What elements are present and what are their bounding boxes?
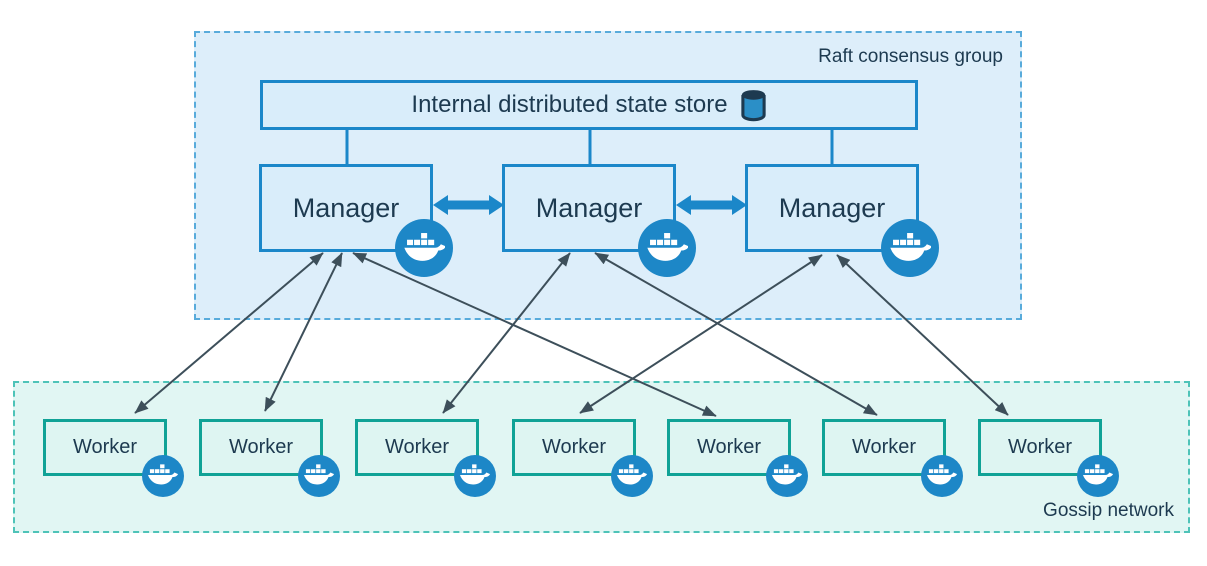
worker-label: Worker	[72, 436, 138, 458]
docker-whale-icon	[142, 455, 184, 497]
docker-whale-icon	[395, 219, 453, 277]
database-cylinder-icon	[740, 89, 766, 121]
worker-3-box: Worker	[355, 419, 496, 497]
manager-label: Manager	[292, 192, 400, 223]
docker-whale-icon	[638, 219, 696, 277]
worker-label: Worker	[541, 436, 607, 458]
manager-3-box: Manager	[745, 164, 939, 277]
docker-whale-icon	[298, 455, 340, 497]
docker-whale-icon	[766, 455, 808, 497]
manager-label: Manager	[535, 192, 643, 223]
docker-whale-icon	[881, 219, 939, 277]
worker-label: Worker	[851, 436, 917, 458]
state-store-label: Internal distributed state store	[411, 91, 728, 118]
manager-1-box: Manager	[259, 164, 453, 277]
worker-label: Worker	[384, 436, 450, 458]
worker-6-box: Worker	[822, 419, 963, 497]
manager-label: Manager	[778, 192, 886, 223]
worker-2-box: Worker	[199, 419, 340, 497]
worker-5-box: Worker	[667, 419, 808, 497]
docker-whale-icon	[454, 455, 496, 497]
worker-4-box: Worker	[512, 419, 653, 497]
docker-whale-icon	[921, 455, 963, 497]
worker-7-box: Worker	[978, 419, 1119, 497]
raft-group-label: Raft consensus group	[818, 46, 1003, 67]
worker-label: Worker	[228, 436, 294, 458]
worker-1-box: Worker	[43, 419, 184, 497]
docker-whale-icon	[1077, 455, 1119, 497]
worker-label: Worker	[1007, 436, 1073, 458]
worker-label: Worker	[696, 436, 762, 458]
manager-2-box: Manager	[502, 164, 696, 277]
gossip-network-label: Gossip network	[1043, 500, 1174, 521]
docker-whale-icon	[611, 455, 653, 497]
state-store-box: Internal distributed state store	[260, 80, 918, 130]
